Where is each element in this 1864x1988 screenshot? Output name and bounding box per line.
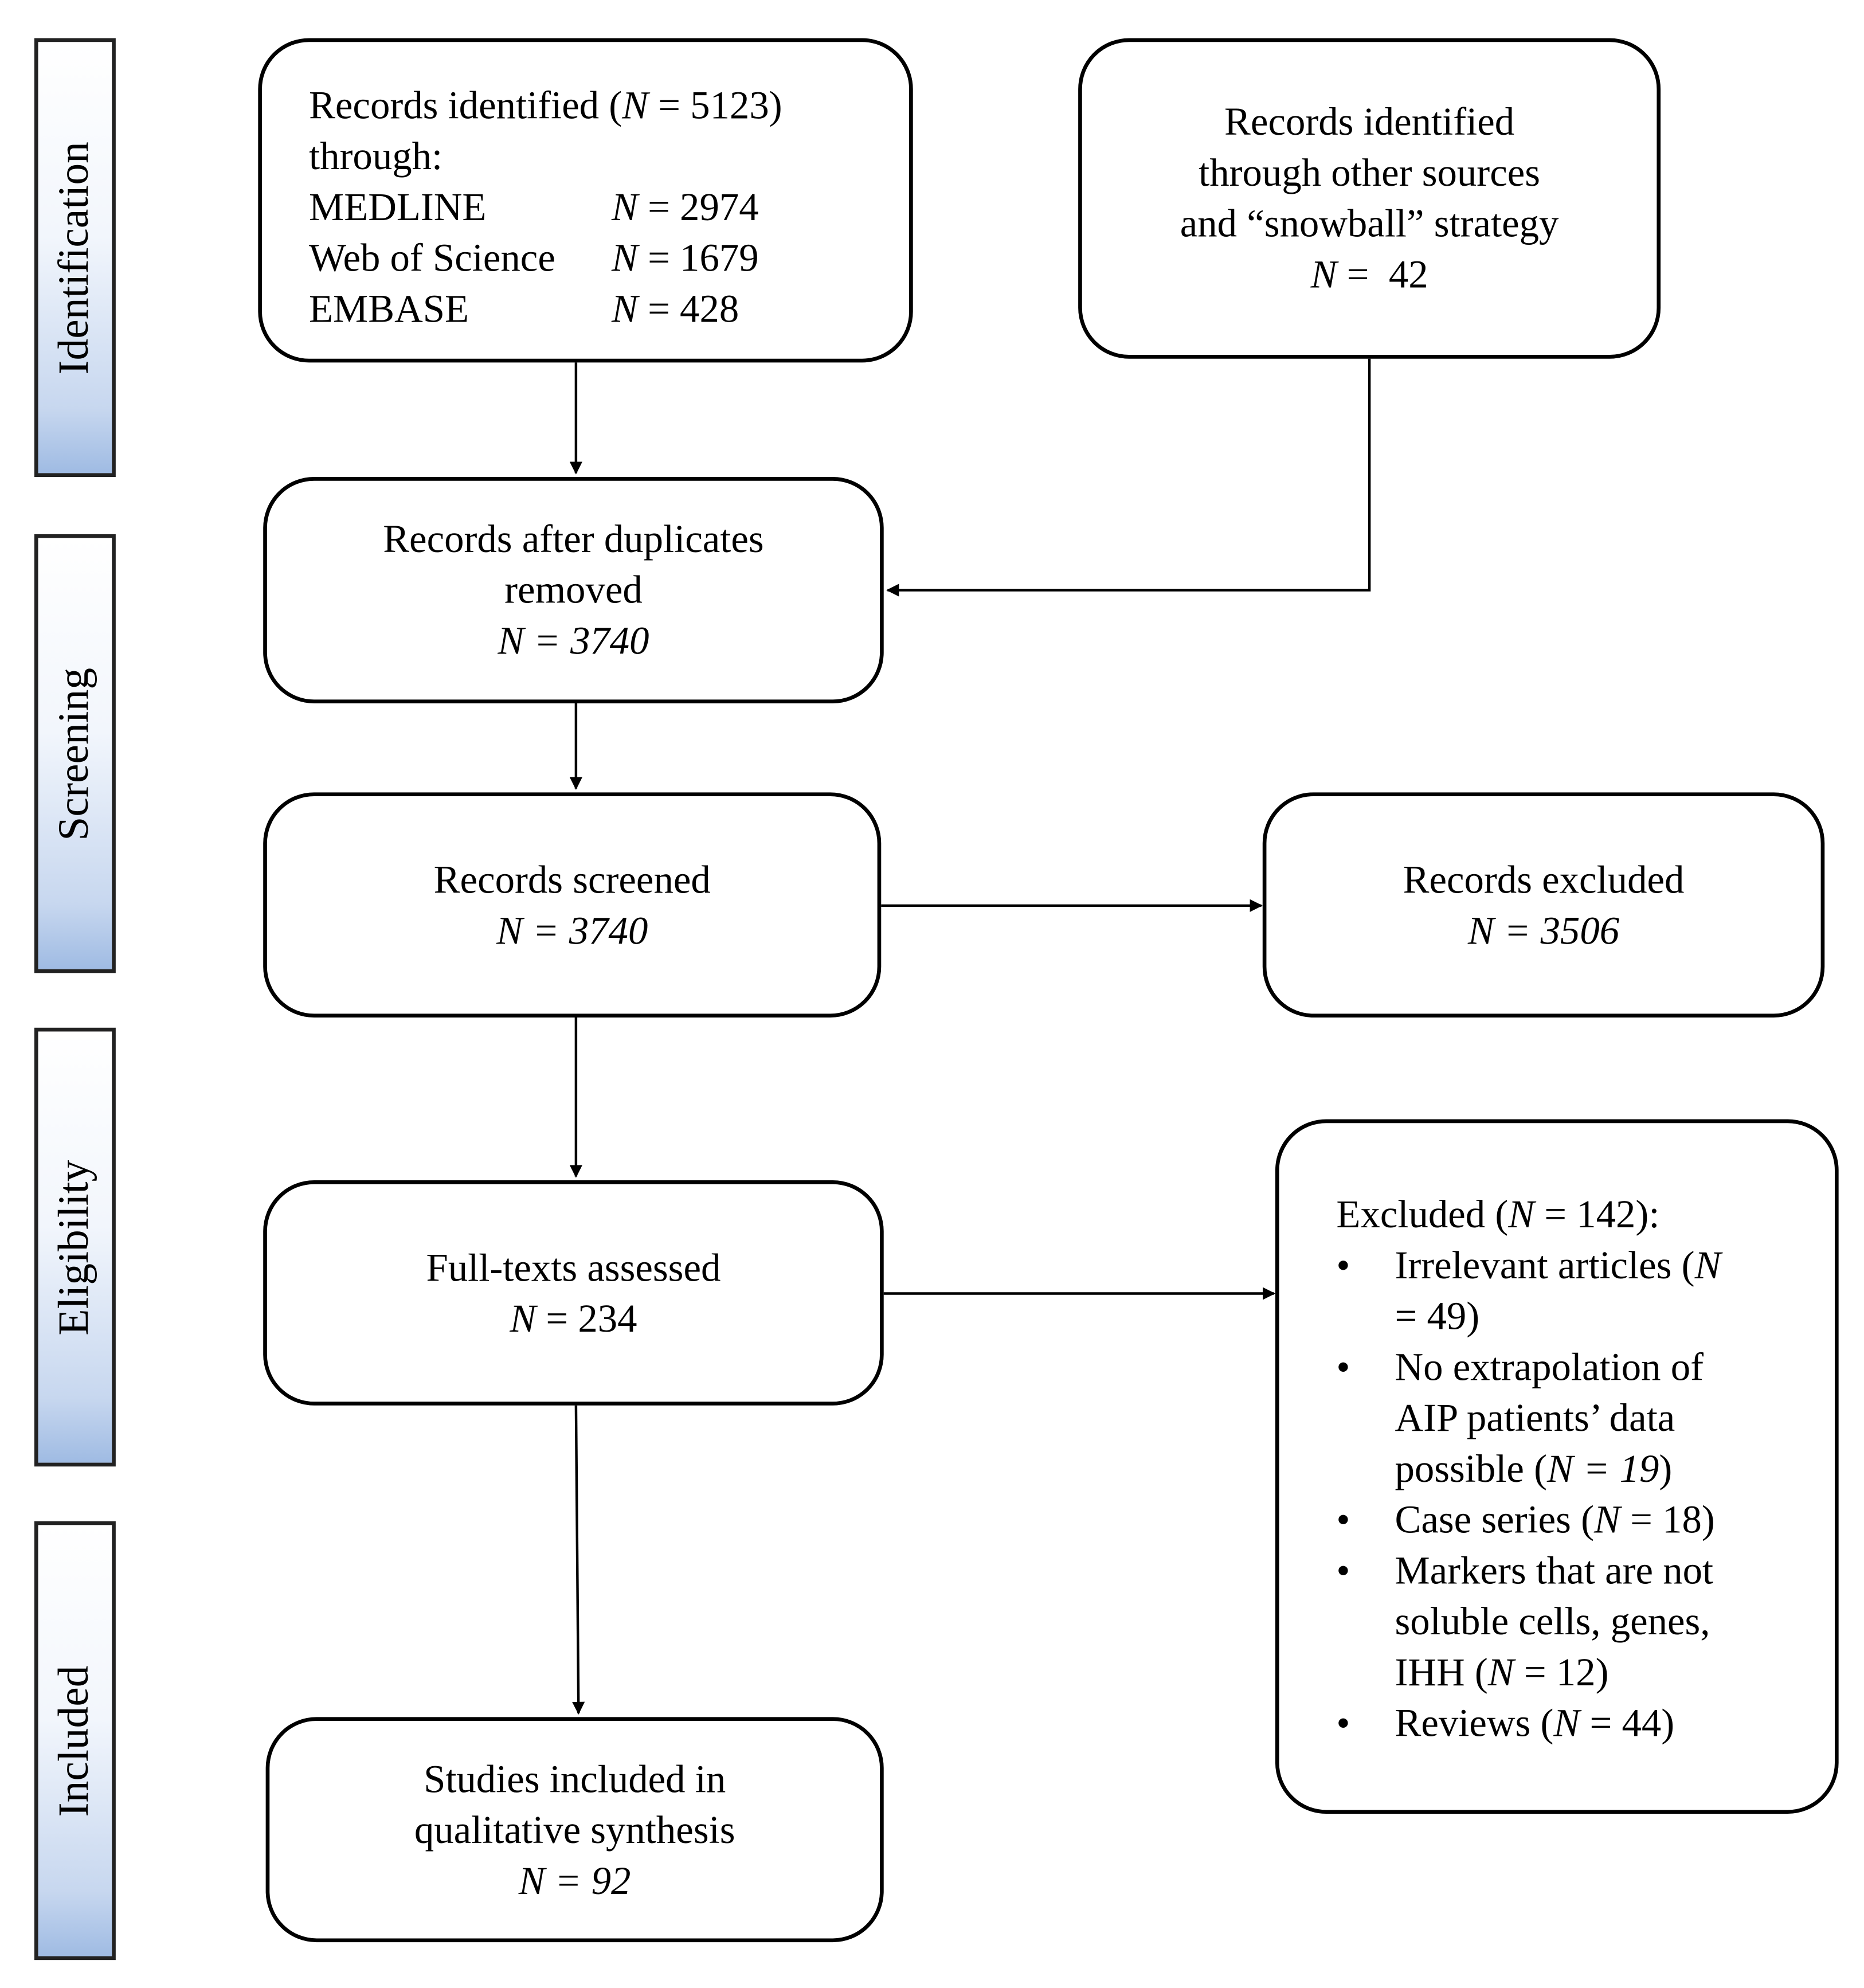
duplicates-line2: removed bbox=[504, 567, 643, 612]
source-medline-name: MEDLINE bbox=[309, 184, 487, 229]
excluded-item-4-line1: Markers that are not bbox=[1395, 1548, 1714, 1592]
arrow-other-to-duplicates bbox=[886, 358, 1371, 597]
excluded-item-1-pre: Irrelevant articles ( bbox=[1395, 1242, 1695, 1287]
other-n: N bbox=[1310, 252, 1337, 296]
duplicates-removed-box: Records after duplicates removed N = 374… bbox=[263, 477, 884, 703]
studies-included-box: Studies included in qualitative synthesi… bbox=[265, 1717, 884, 1943]
bullet-dot: • bbox=[1336, 1700, 1350, 1746]
full-texts-box: Full-texts assessed N = 234 bbox=[263, 1180, 884, 1406]
fulltexts-line1: Full-texts assessed bbox=[426, 1245, 721, 1289]
fulltexts-n: N bbox=[510, 1295, 537, 1340]
excluded-item-2-post: ) bbox=[1659, 1446, 1673, 1491]
excluded-item: • Case series (N = 18) bbox=[1336, 1494, 1802, 1545]
excluded-item-3-post: = 18) bbox=[1620, 1497, 1715, 1542]
excluded-item-5-post: = 44) bbox=[1580, 1700, 1675, 1746]
excluded-item-2-pre: possible ( bbox=[1395, 1446, 1547, 1491]
included-line2: qualitative synthesis bbox=[414, 1806, 735, 1852]
excluded-item-2-value: = 19 bbox=[1573, 1446, 1659, 1491]
excluded-records-value: = 3506 bbox=[1494, 907, 1620, 952]
source-embase-value: = 428 bbox=[637, 286, 739, 331]
source-medline-n: N bbox=[612, 184, 638, 229]
records-identified-box: Records identified (N = 5123) through: M… bbox=[258, 38, 913, 363]
included-n: N bbox=[518, 1857, 545, 1903]
excluded-records-line1: Records excluded bbox=[1403, 856, 1685, 902]
identified-line2: through: bbox=[309, 133, 443, 178]
phase-screening: Screening bbox=[34, 534, 116, 973]
records-screened-box: Records screened N = 3740 bbox=[263, 792, 882, 1018]
identified-n: N bbox=[622, 83, 649, 127]
identified-total: = 5123) bbox=[648, 83, 782, 127]
excluded-item-3-n: N bbox=[1594, 1497, 1620, 1542]
phase-included: Included bbox=[34, 1521, 116, 1960]
excluded-item: • Irrelevant articles (N = 49) bbox=[1336, 1240, 1802, 1342]
source-wos-n: N bbox=[612, 235, 638, 280]
screened-line1: Records screened bbox=[433, 856, 711, 902]
screened-value: = 3740 bbox=[522, 907, 648, 952]
fulltexts-value: = 234 bbox=[536, 1295, 637, 1340]
source-wos-value: = 1679 bbox=[637, 235, 759, 280]
excluded-item-2-line2: AIP patients’ data bbox=[1395, 1395, 1675, 1440]
excluded-item-4-n: N bbox=[1487, 1649, 1514, 1695]
other-line3: and “snowball” strategy bbox=[1180, 201, 1559, 246]
excluded-item-1-n: N bbox=[1694, 1242, 1721, 1287]
excluded-item-2-n: N bbox=[1546, 1446, 1573, 1491]
excluded-item-4-line2: soluble cells, genes, bbox=[1395, 1599, 1710, 1643]
bullet-dot: • bbox=[1336, 1344, 1350, 1389]
included-line1: Studies included in bbox=[424, 1756, 726, 1801]
source-medline-value: = 2974 bbox=[637, 184, 759, 229]
source-embase-n: N bbox=[612, 286, 638, 331]
excluded-item: • Reviews (N = 44) bbox=[1336, 1698, 1802, 1749]
source-embase-name: EMBASE bbox=[309, 286, 469, 331]
excluded-item-5-n: N bbox=[1553, 1700, 1580, 1746]
excluded-full-texts-box: Excluded (N = 142): • Irrelevant article… bbox=[1275, 1119, 1839, 1814]
other-line1: Records identified bbox=[1224, 99, 1515, 144]
duplicates-n: N bbox=[498, 618, 524, 663]
excluded-header-n: N bbox=[1508, 1192, 1535, 1236]
excluded-item-4-post: = 12) bbox=[1514, 1649, 1609, 1695]
bullet-dot: • bbox=[1336, 1497, 1350, 1542]
excluded-item-5-pre: Reviews ( bbox=[1395, 1700, 1554, 1746]
phase-eligibility: Eligibility bbox=[34, 1027, 116, 1467]
duplicates-line1: Records after duplicates bbox=[383, 516, 764, 561]
included-value: = 92 bbox=[545, 1857, 631, 1903]
excluded-records-n: N bbox=[1467, 907, 1494, 952]
other-sources-box: Records identified through other sources… bbox=[1078, 38, 1661, 359]
excluded-item-3-pre: Case series ( bbox=[1395, 1497, 1595, 1542]
excluded-item-2-line1: No extrapolation of bbox=[1395, 1344, 1704, 1389]
bullet-dot: • bbox=[1336, 1548, 1350, 1592]
other-line2: through other sources bbox=[1199, 150, 1541, 195]
excluded-item: • No extrapolation of AIP patients’ data… bbox=[1336, 1342, 1802, 1494]
other-value: = 42 bbox=[1337, 252, 1428, 296]
duplicates-value: = 3740 bbox=[524, 618, 649, 663]
excluded-header-pre: Excluded ( bbox=[1336, 1192, 1509, 1236]
excluded-item: • Markers that are not soluble cells, ge… bbox=[1336, 1545, 1802, 1698]
records-excluded-box: Records excluded N = 3506 bbox=[1262, 792, 1825, 1018]
excluded-header: Excluded (N = 142): bbox=[1336, 1189, 1802, 1240]
excluded-header-total: = 142): bbox=[1534, 1192, 1660, 1236]
excluded-item-4-pre: IHH ( bbox=[1395, 1649, 1488, 1695]
arrow-fulltexts-to-included bbox=[572, 1405, 585, 1715]
excluded-item-1-count: = 49) bbox=[1395, 1293, 1480, 1339]
identified-line1-pre: Records identified ( bbox=[309, 83, 622, 127]
bullet-dot: • bbox=[1336, 1242, 1350, 1287]
phase-identification: Identification bbox=[34, 38, 116, 478]
source-wos-name: Web of Science bbox=[309, 235, 555, 280]
screened-n: N bbox=[496, 907, 523, 952]
